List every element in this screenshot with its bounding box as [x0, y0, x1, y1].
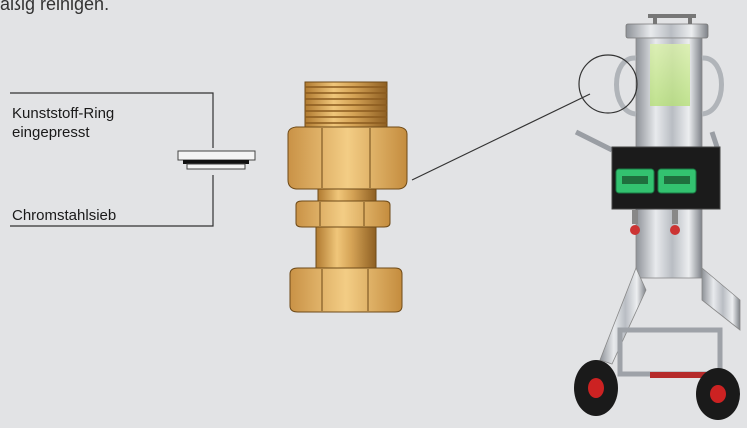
- leader-line: [411, 93, 591, 181]
- filter-machine: [574, 14, 741, 420]
- label-bracket: [10, 92, 214, 227]
- ring-label-line2: eingepresst: [12, 124, 90, 141]
- brass-fitting: [287, 81, 408, 313]
- ring-sieve-element: [177, 150, 256, 170]
- detail-highlight-circle: [578, 54, 638, 114]
- sieve-label: Chromstahlsieb: [12, 207, 117, 224]
- ring-label-line1: Kunststoff-Ring: [12, 105, 115, 122]
- heading-text: äßig reinigen.: [0, 0, 110, 14]
